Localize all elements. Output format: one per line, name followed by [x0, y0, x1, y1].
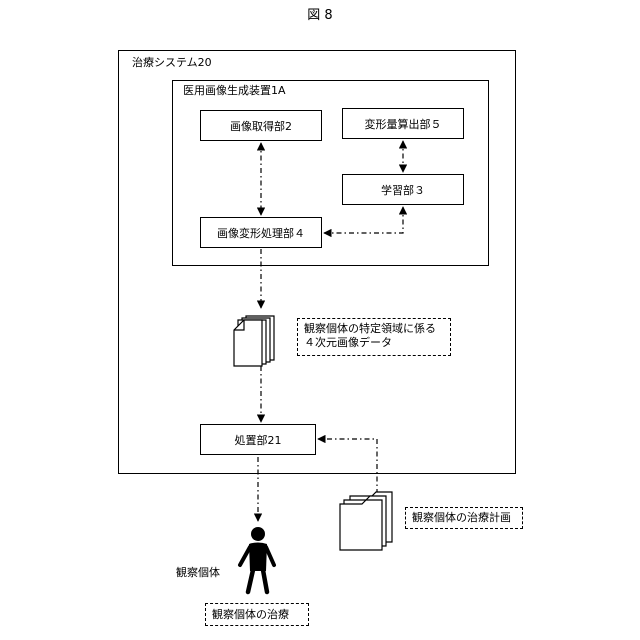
subject-label: 観察個体 [176, 566, 220, 580]
generator-label: 医用画像生成装置1A [183, 84, 286, 98]
outcome-note: 観察個体の治療 [205, 603, 309, 626]
image-acquisition-label: 画像取得部2 [230, 118, 292, 134]
treatment-unit-label: 処置部21 [235, 432, 282, 448]
deformation-calc-block: 変形量算出部５ [342, 108, 464, 139]
data-note: 観察個体の特定領域に係る ４次元画像データ [297, 318, 451, 356]
deformation-calc-label: 変形量算出部５ [365, 116, 442, 132]
deformation-processing-label: 画像変形処理部４ [217, 225, 305, 241]
deformation-processing-block: 画像変形処理部４ [200, 217, 322, 248]
plan-note: 観察個体の治療計画 [405, 507, 523, 529]
image-acquisition-block: 画像取得部2 [200, 110, 322, 141]
learning-label: 学習部３ [381, 182, 425, 198]
outcome-note-label: 観察個体の治療 [212, 608, 289, 621]
data-note-line1: 観察個体の特定領域に係る [304, 322, 444, 336]
treatment-unit-block: 処置部21 [200, 424, 316, 455]
data-note-line2: ４次元画像データ [304, 336, 444, 350]
learning-block: 学習部３ [342, 174, 464, 205]
treatment-system-label: 治療システム20 [132, 56, 212, 70]
folder-icon [340, 492, 392, 550]
person-icon [240, 527, 274, 592]
figure-title: 図 8 [300, 9, 340, 23]
plan-note-label: 観察個体の治療計画 [412, 511, 511, 524]
